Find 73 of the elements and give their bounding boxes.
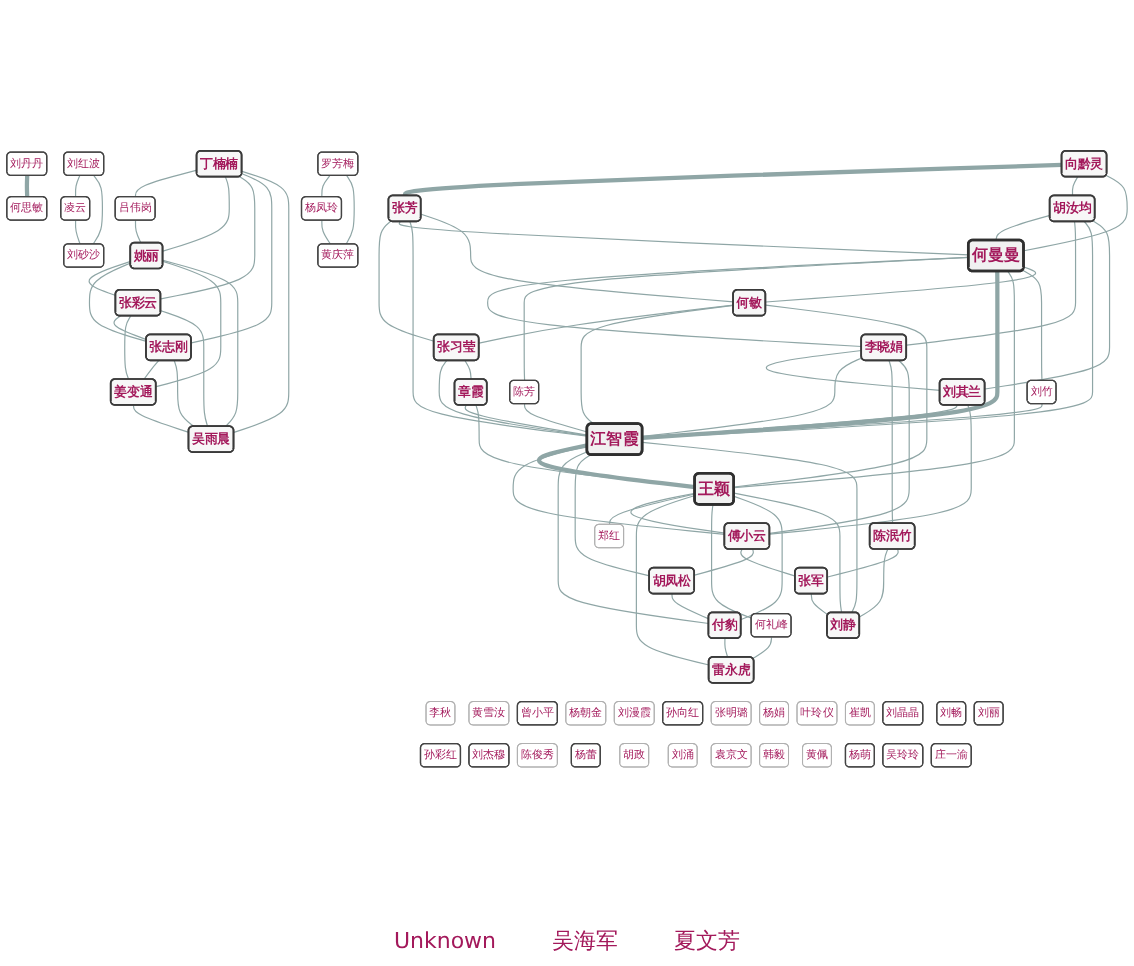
connector bbox=[733, 494, 783, 620]
connector bbox=[671, 592, 710, 619]
connector bbox=[160, 175, 256, 299]
connector bbox=[88, 259, 132, 296]
connector bbox=[160, 309, 209, 427]
connector bbox=[635, 494, 710, 665]
connector bbox=[711, 503, 753, 618]
connector bbox=[190, 172, 273, 343]
connector bbox=[641, 356, 863, 437]
connector bbox=[420, 212, 735, 302]
connector bbox=[475, 403, 696, 487]
connector bbox=[464, 359, 472, 380]
connector bbox=[523, 255, 970, 381]
name-label: 吴海军 bbox=[552, 925, 619, 955]
connector bbox=[984, 219, 1111, 389]
connector bbox=[88, 261, 147, 342]
connector bbox=[24, 174, 30, 197]
connector bbox=[409, 220, 588, 436]
connector bbox=[162, 175, 230, 251]
connector bbox=[733, 270, 1015, 488]
connector bbox=[124, 314, 132, 380]
connector bbox=[345, 174, 355, 244]
connector bbox=[537, 442, 696, 489]
connector bbox=[995, 213, 1051, 241]
connector bbox=[574, 453, 651, 576]
connector bbox=[134, 219, 142, 243]
connector bbox=[173, 359, 195, 427]
connector bbox=[765, 265, 1037, 302]
connector bbox=[630, 491, 726, 533]
name-label: Unknown bbox=[393, 927, 497, 953]
connector bbox=[321, 174, 331, 197]
connector bbox=[827, 547, 899, 577]
connector bbox=[765, 349, 941, 391]
connector bbox=[92, 174, 103, 244]
connector bbox=[769, 403, 972, 534]
connector bbox=[859, 547, 889, 617]
connector bbox=[810, 592, 829, 615]
connector bbox=[642, 269, 1000, 439]
connector bbox=[143, 359, 160, 380]
name-label: 夏文芳 bbox=[674, 925, 741, 955]
connector bbox=[1071, 175, 1079, 196]
connector bbox=[641, 440, 858, 613]
connector bbox=[641, 220, 1094, 438]
connector bbox=[74, 174, 81, 197]
connector bbox=[752, 635, 773, 659]
connector bbox=[378, 219, 435, 341]
connector bbox=[523, 402, 588, 432]
connector bbox=[906, 220, 1077, 345]
connector bbox=[233, 169, 290, 433]
connector bbox=[557, 450, 710, 624]
connector bbox=[724, 637, 729, 658]
connector bbox=[113, 314, 147, 340]
connector bbox=[1022, 268, 1043, 381]
connector bbox=[1023, 173, 1128, 251]
connector bbox=[134, 168, 198, 197]
connector bbox=[608, 492, 696, 525]
connector bbox=[464, 403, 588, 435]
connector bbox=[769, 359, 910, 534]
connector bbox=[438, 359, 588, 436]
connector bbox=[74, 219, 81, 244]
connector bbox=[740, 547, 796, 576]
connector bbox=[402, 161, 1063, 197]
connector bbox=[162, 258, 239, 427]
connector bbox=[580, 303, 735, 424]
connector bbox=[888, 359, 894, 524]
connector bbox=[321, 219, 332, 244]
connector bbox=[733, 491, 843, 613]
connector bbox=[398, 220, 970, 255]
connector bbox=[733, 303, 928, 487]
connector bbox=[132, 403, 190, 433]
connector bbox=[512, 444, 726, 534]
connector bbox=[155, 259, 222, 387]
connector bbox=[694, 547, 755, 575]
